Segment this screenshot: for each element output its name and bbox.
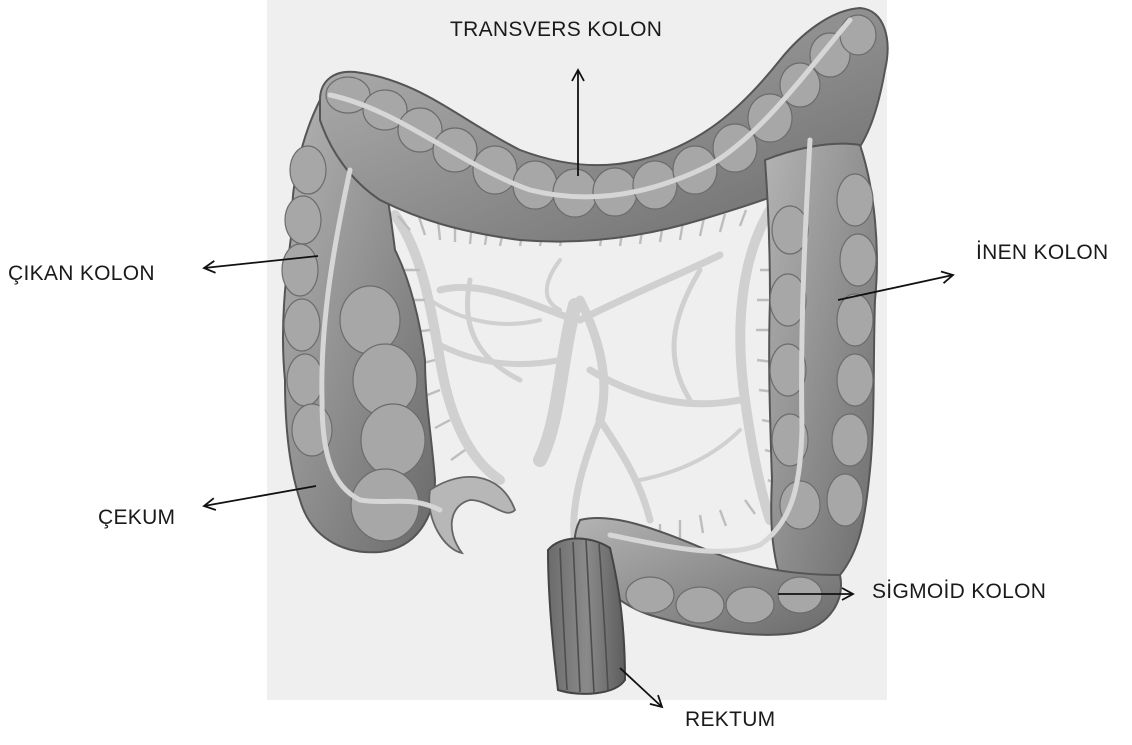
label-sigmoid-colon: SİGMOİD KOLON [872,580,1046,604]
label-cecum: ÇEKUM [98,506,175,530]
label-transverse-colon: TRANSVERS KOLON [450,18,662,42]
label-rectum: REKTUM [685,708,775,732]
label-ascending-colon: ÇIKAN KOLON [8,262,155,286]
label-descending-colon: İNEN KOLON [976,241,1109,265]
